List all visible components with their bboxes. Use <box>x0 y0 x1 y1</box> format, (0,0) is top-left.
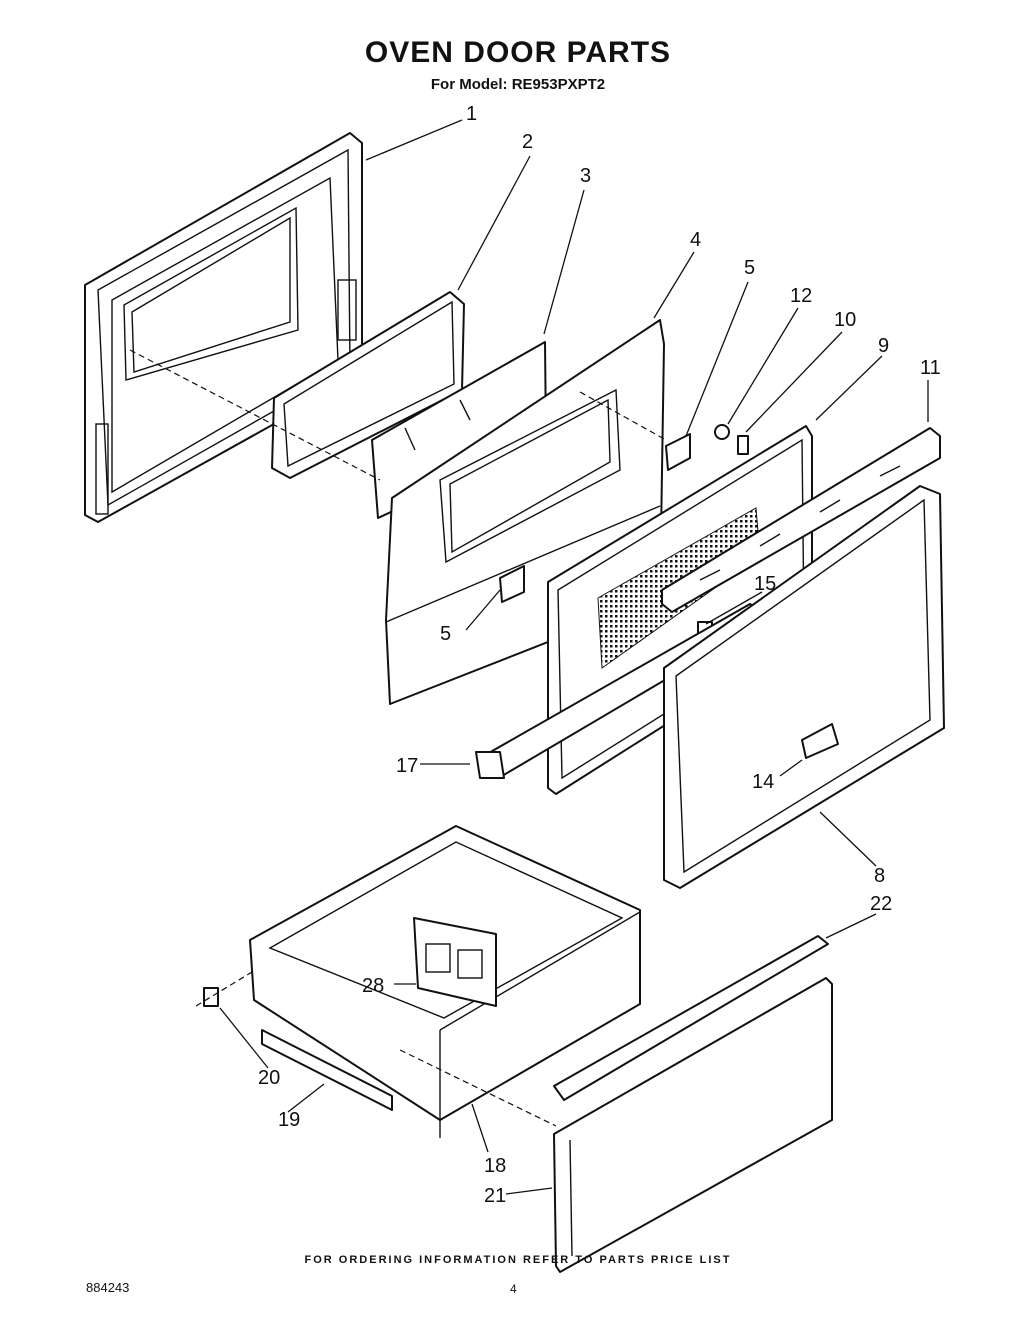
callout-21: 21 <box>484 1185 506 1207</box>
part-12-screw <box>714 424 730 440</box>
part-20-clip <box>203 987 219 1007</box>
callout-17: 17 <box>396 755 418 777</box>
part-19-slide-rail <box>261 1029 393 1111</box>
part-22-trim-strip <box>553 935 829 1101</box>
callout-22: 22 <box>870 893 892 915</box>
part-14-latch <box>801 723 839 759</box>
callout-5-upper: 5 <box>744 257 755 279</box>
callout-8: 8 <box>874 865 885 887</box>
model-subtitle: For Model: RE953PXPT2 <box>430 76 606 93</box>
callout-18: 18 <box>484 1155 506 1177</box>
callout-2: 2 <box>522 131 533 153</box>
callout-11: 11 <box>920 357 941 379</box>
part-21-drawer-front <box>553 977 833 1273</box>
callout-20: 20 <box>258 1067 280 1089</box>
part-8-door-frame <box>663 485 945 889</box>
alignment-lines <box>129 349 667 1127</box>
part-10-clip <box>737 435 749 455</box>
callout-4: 4 <box>690 229 701 251</box>
leader-lines <box>219 119 929 1195</box>
part-5-hinge-bracket-b <box>499 565 525 603</box>
part-11-vent-trim <box>661 427 941 613</box>
callout-10: 10 <box>834 309 856 331</box>
callout-3: 3 <box>580 165 591 187</box>
page-title: OVEN DOOR PARTS <box>364 36 672 69</box>
part-28-drawer-bracket <box>413 917 497 1007</box>
part-1-outer-door-panel <box>84 132 363 523</box>
ordering-footer: FOR ORDERING INFORMATION REFER TO PARTS … <box>304 1254 732 1266</box>
callout-19: 19 <box>278 1109 300 1131</box>
callout-1: 1 <box>466 103 477 125</box>
callout-5-lower: 5 <box>440 623 451 645</box>
document-number: 884243 <box>86 1280 130 1295</box>
callout-12: 12 <box>790 285 812 307</box>
callout-28: 28 <box>362 975 384 997</box>
callout-15: 15 <box>754 573 776 595</box>
callout-9: 9 <box>878 335 889 357</box>
part-5-hinge-bracket-a <box>665 433 691 471</box>
page-number: 4 <box>510 1282 517 1296</box>
callout-14: 14 <box>752 771 774 793</box>
